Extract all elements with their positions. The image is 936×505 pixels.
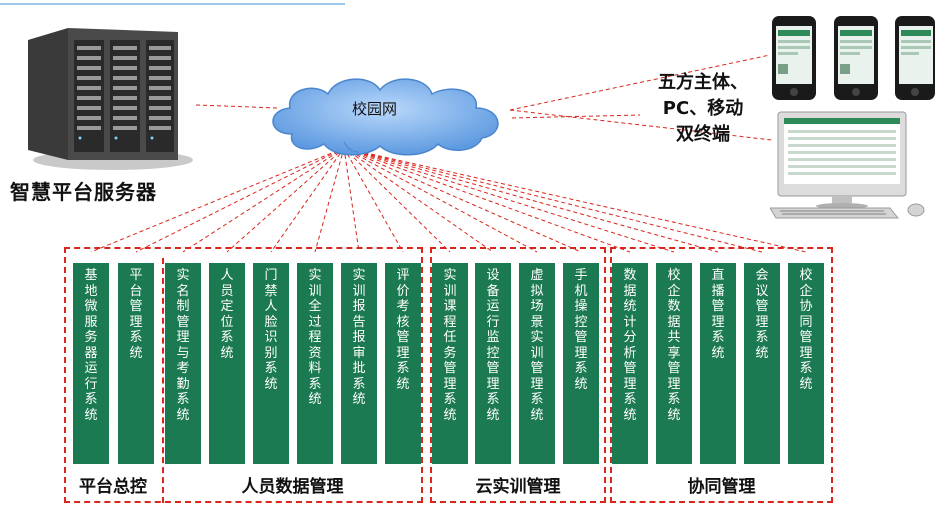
smartphone-icon [772,16,816,100]
system-bar: 数据统计分析管理系统 [612,263,648,464]
system-bar: 评价考核管理系统 [385,263,421,464]
system-name: 评价考核管理系统 [396,268,410,392]
group-frame-collaboration [610,247,833,503]
system-bar: 实训课程任务管理系统 [432,263,468,464]
system-bar: 实训全过程资料系统 [297,263,333,464]
connector-cloud-system [135,147,345,253]
clients-label-line: PC、移动 [662,98,744,119]
cloud-label: 校园网 [352,100,398,118]
system-bar: 平台管理系统 [118,263,154,464]
connector-cloud-system [343,147,763,253]
system-bar: 直播管理系统 [700,263,736,464]
cloud-icon [272,78,499,156]
system-name: 平台管理系统 [129,268,143,361]
connector-cloud-system [182,147,345,253]
clients-label-line: 五方主体、 [658,72,748,93]
system-name: 校企数据共享管理系统 [667,268,681,423]
connector-cloud-desktop [509,109,773,141]
system-bar: 实名制管理与考勤系统 [165,263,201,464]
system-bar: 门禁人脸识别系统 [253,263,289,464]
group-frame-platform-and-personnel [64,247,423,503]
system-bar: 人员定位系统 [209,263,245,464]
connector-cloud-system [270,147,345,253]
system-name: 人员定位系统 [220,268,234,361]
connector-cloud-system [343,147,494,253]
group-separator [162,258,164,503]
group-label-personnel-data: 人员数据管理 [241,477,344,497]
connector-cloud-system [314,147,345,253]
connector-cloud-system [343,147,451,253]
system-bar: 基地微服务器运行系统 [73,263,109,464]
system-name: 数据统计分析管理系统 [623,268,637,423]
connector-cloud-system [90,147,345,253]
clients-label-line: 双终端 [676,124,730,145]
system-bar: 校企数据共享管理系统 [656,263,692,464]
system-name: 设备运行监控管理系统 [486,268,500,423]
smartphone-icon [834,16,878,100]
desktop-computer-icon [770,111,925,219]
system-name: 实名制管理与考勤系统 [176,268,190,423]
connector-cloud-system [343,147,807,253]
system-name: 直播管理系统 [711,268,725,361]
top-divider-line [0,3,345,5]
system-name: 虚拟场景实训管理系统 [530,268,544,423]
system-name: 手机操控管理系统 [574,268,588,392]
connector-cloud-system [343,147,675,253]
connector-cloud-system [226,147,345,253]
smartphone-icon [895,16,935,100]
system-bar: 校企协同管理系统 [788,263,824,464]
connector-cloud-system [343,147,631,253]
group-label-cloud-training: 云实训管理 [475,477,561,497]
system-bar: 虚拟场景实训管理系统 [519,263,555,464]
system-bar: 设备运行监控管理系统 [475,263,511,464]
system-name: 实训报告报审批系统 [352,268,366,407]
system-bar: 手机操控管理系统 [563,263,599,464]
group-frame-cloud-training [430,247,606,503]
system-name: 实训课程任务管理系统 [443,268,457,423]
group-label-platform-control: 平台总控 [79,477,147,497]
connector-cloud-label [511,114,641,119]
system-name: 基地微服务器运行系统 [84,268,98,423]
connector-cloud-phone [509,54,771,111]
system-name: 校企协同管理系统 [799,268,813,392]
system-name: 实训全过程资料系统 [308,268,322,407]
connector-cloud-system [343,147,538,253]
server-label: 智慧平台服务器 [10,180,157,204]
system-name: 会议管理系统 [755,268,769,361]
connector-cloud-system [343,147,719,253]
system-bar: 实训报告报审批系统 [341,263,377,464]
connector-cloud-system [343,147,360,253]
system-name: 门禁人脸识别系统 [264,268,278,392]
group-label-collaboration: 协同管理 [687,477,756,497]
connector-cloud-system [343,147,404,253]
connector-cloud-system [343,147,582,253]
server-rack-icon [28,28,193,170]
system-bar: 会议管理系统 [744,263,780,464]
clients-label: 五方主体、 PC、移动 双终端 [643,70,763,148]
